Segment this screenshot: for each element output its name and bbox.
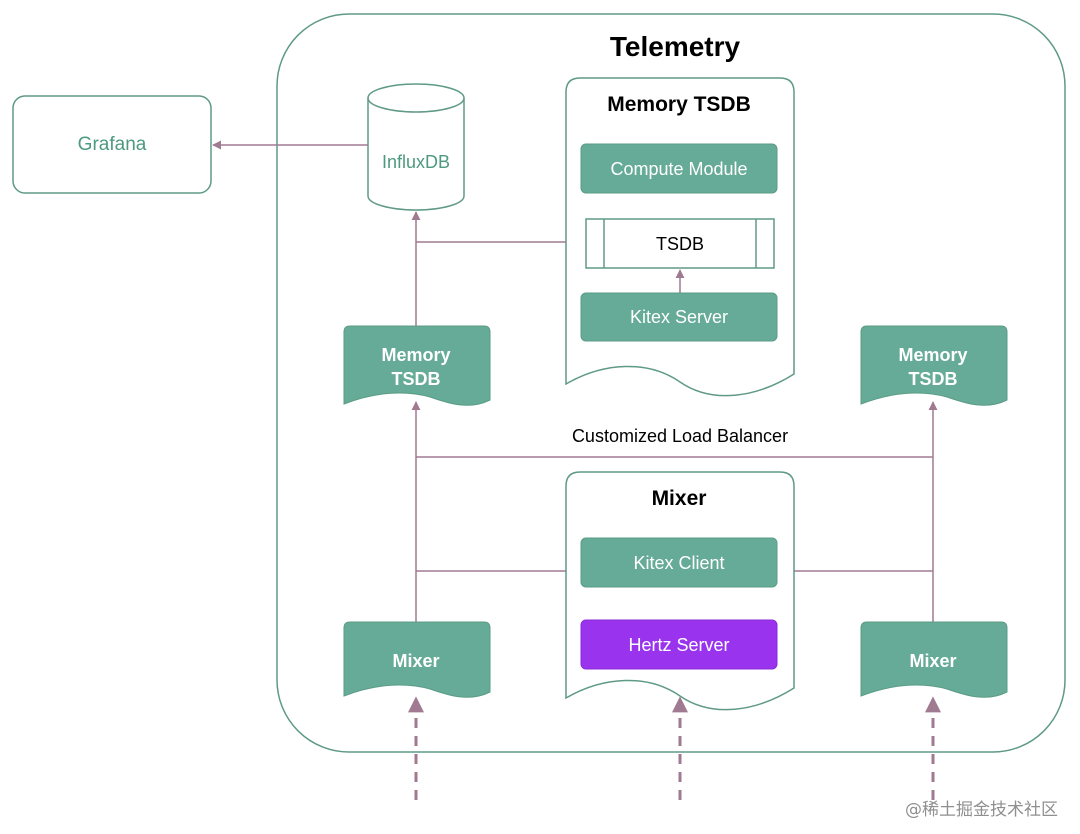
telemetry-container bbox=[276, 13, 1066, 753]
mixer-detail-title: Mixer bbox=[652, 487, 707, 510]
influxdb-cylinder[interactable] bbox=[367, 83, 465, 211]
tsdb-store[interactable] bbox=[585, 218, 775, 269]
grafana-label: Grafana bbox=[78, 134, 147, 155]
memory-tsdb-right-line1: Memory bbox=[898, 345, 967, 365]
kitex-client-label: Kitex Client bbox=[633, 553, 724, 573]
memory-tsdb-left-line1: Memory bbox=[381, 345, 450, 365]
memory-tsdb-right-node[interactable] bbox=[860, 325, 1008, 406]
mixer-left-node[interactable] bbox=[343, 621, 491, 698]
memory-tsdb-left-line2: TSDB bbox=[392, 369, 441, 389]
load-balancer-label: Customized Load Balancer bbox=[572, 426, 788, 446]
compute-module-label: Compute Module bbox=[610, 159, 747, 179]
memory-tsdb-left-node[interactable] bbox=[343, 325, 491, 406]
memory-tsdb-right-line2: TSDB bbox=[909, 369, 958, 389]
hertz-server-label: Hertz Server bbox=[628, 635, 729, 655]
mixer-right-node[interactable] bbox=[860, 621, 1008, 698]
tsdb-label: TSDB bbox=[656, 234, 704, 254]
telemetry-title: Telemetry bbox=[610, 31, 741, 62]
kitex-client-box[interactable] bbox=[580, 537, 778, 588]
kitex-server-box[interactable] bbox=[580, 292, 778, 342]
mixer-right-label: Mixer bbox=[909, 651, 956, 671]
compute-module-box[interactable] bbox=[580, 143, 778, 194]
mixer-left-label: Mixer bbox=[392, 651, 439, 671]
hertz-server-box[interactable] bbox=[580, 619, 778, 670]
memory-tsdb-detail-title: Memory TSDB bbox=[607, 93, 751, 116]
kitex-server-label: Kitex Server bbox=[630, 307, 728, 327]
grafana-box[interactable] bbox=[12, 95, 212, 194]
watermark: @稀土掘金技术社区 bbox=[905, 800, 1058, 820]
influxdb-label: InfluxDB bbox=[382, 152, 450, 172]
